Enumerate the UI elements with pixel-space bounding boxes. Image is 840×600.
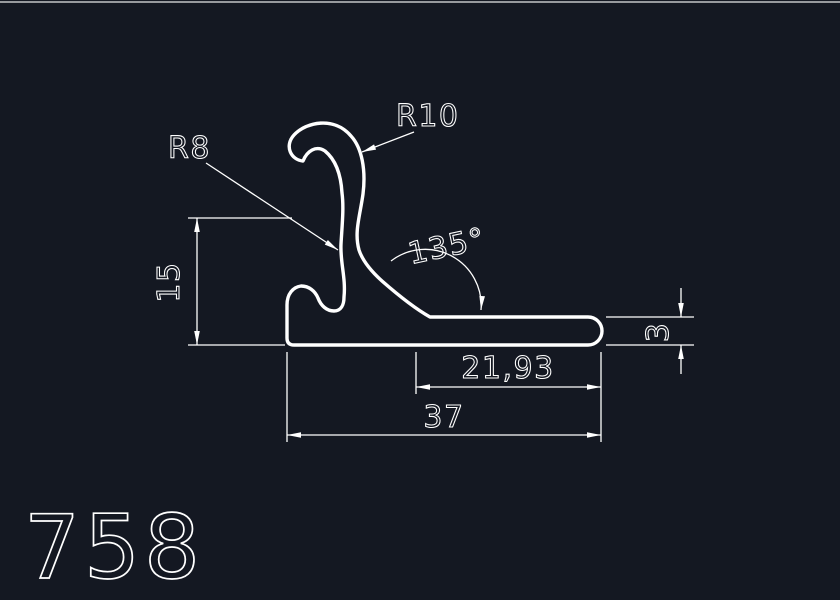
dim-label-height: 15 <box>152 261 187 302</box>
dim-label-radius-top: R10 <box>396 99 460 134</box>
leader-line <box>205 162 339 251</box>
dimension-height-15: 15 <box>151 217 292 346</box>
dimension-flange-2193: 21,93 <box>415 350 602 442</box>
dimension-angle-135: 135° <box>390 221 489 311</box>
dim-label-radius-inner: R8 <box>168 131 211 166</box>
dim-label-flange: 21,93 <box>461 351 554 386</box>
profile-outline <box>285 121 604 347</box>
angle-arc <box>390 248 485 311</box>
leader-radius-top: R10 <box>361 98 460 153</box>
dim-label-angle: 135° <box>405 221 489 272</box>
part-number: 758 <box>24 496 204 599</box>
leader-line <box>361 131 415 153</box>
dim-label-thickness: 3 <box>641 322 676 343</box>
dimension-thickness-3: 3 <box>606 288 694 374</box>
dim-label-width: 37 <box>423 400 464 435</box>
dimension-width-37: 37 <box>286 352 601 442</box>
leader-radius-inner: R8 <box>167 130 339 251</box>
